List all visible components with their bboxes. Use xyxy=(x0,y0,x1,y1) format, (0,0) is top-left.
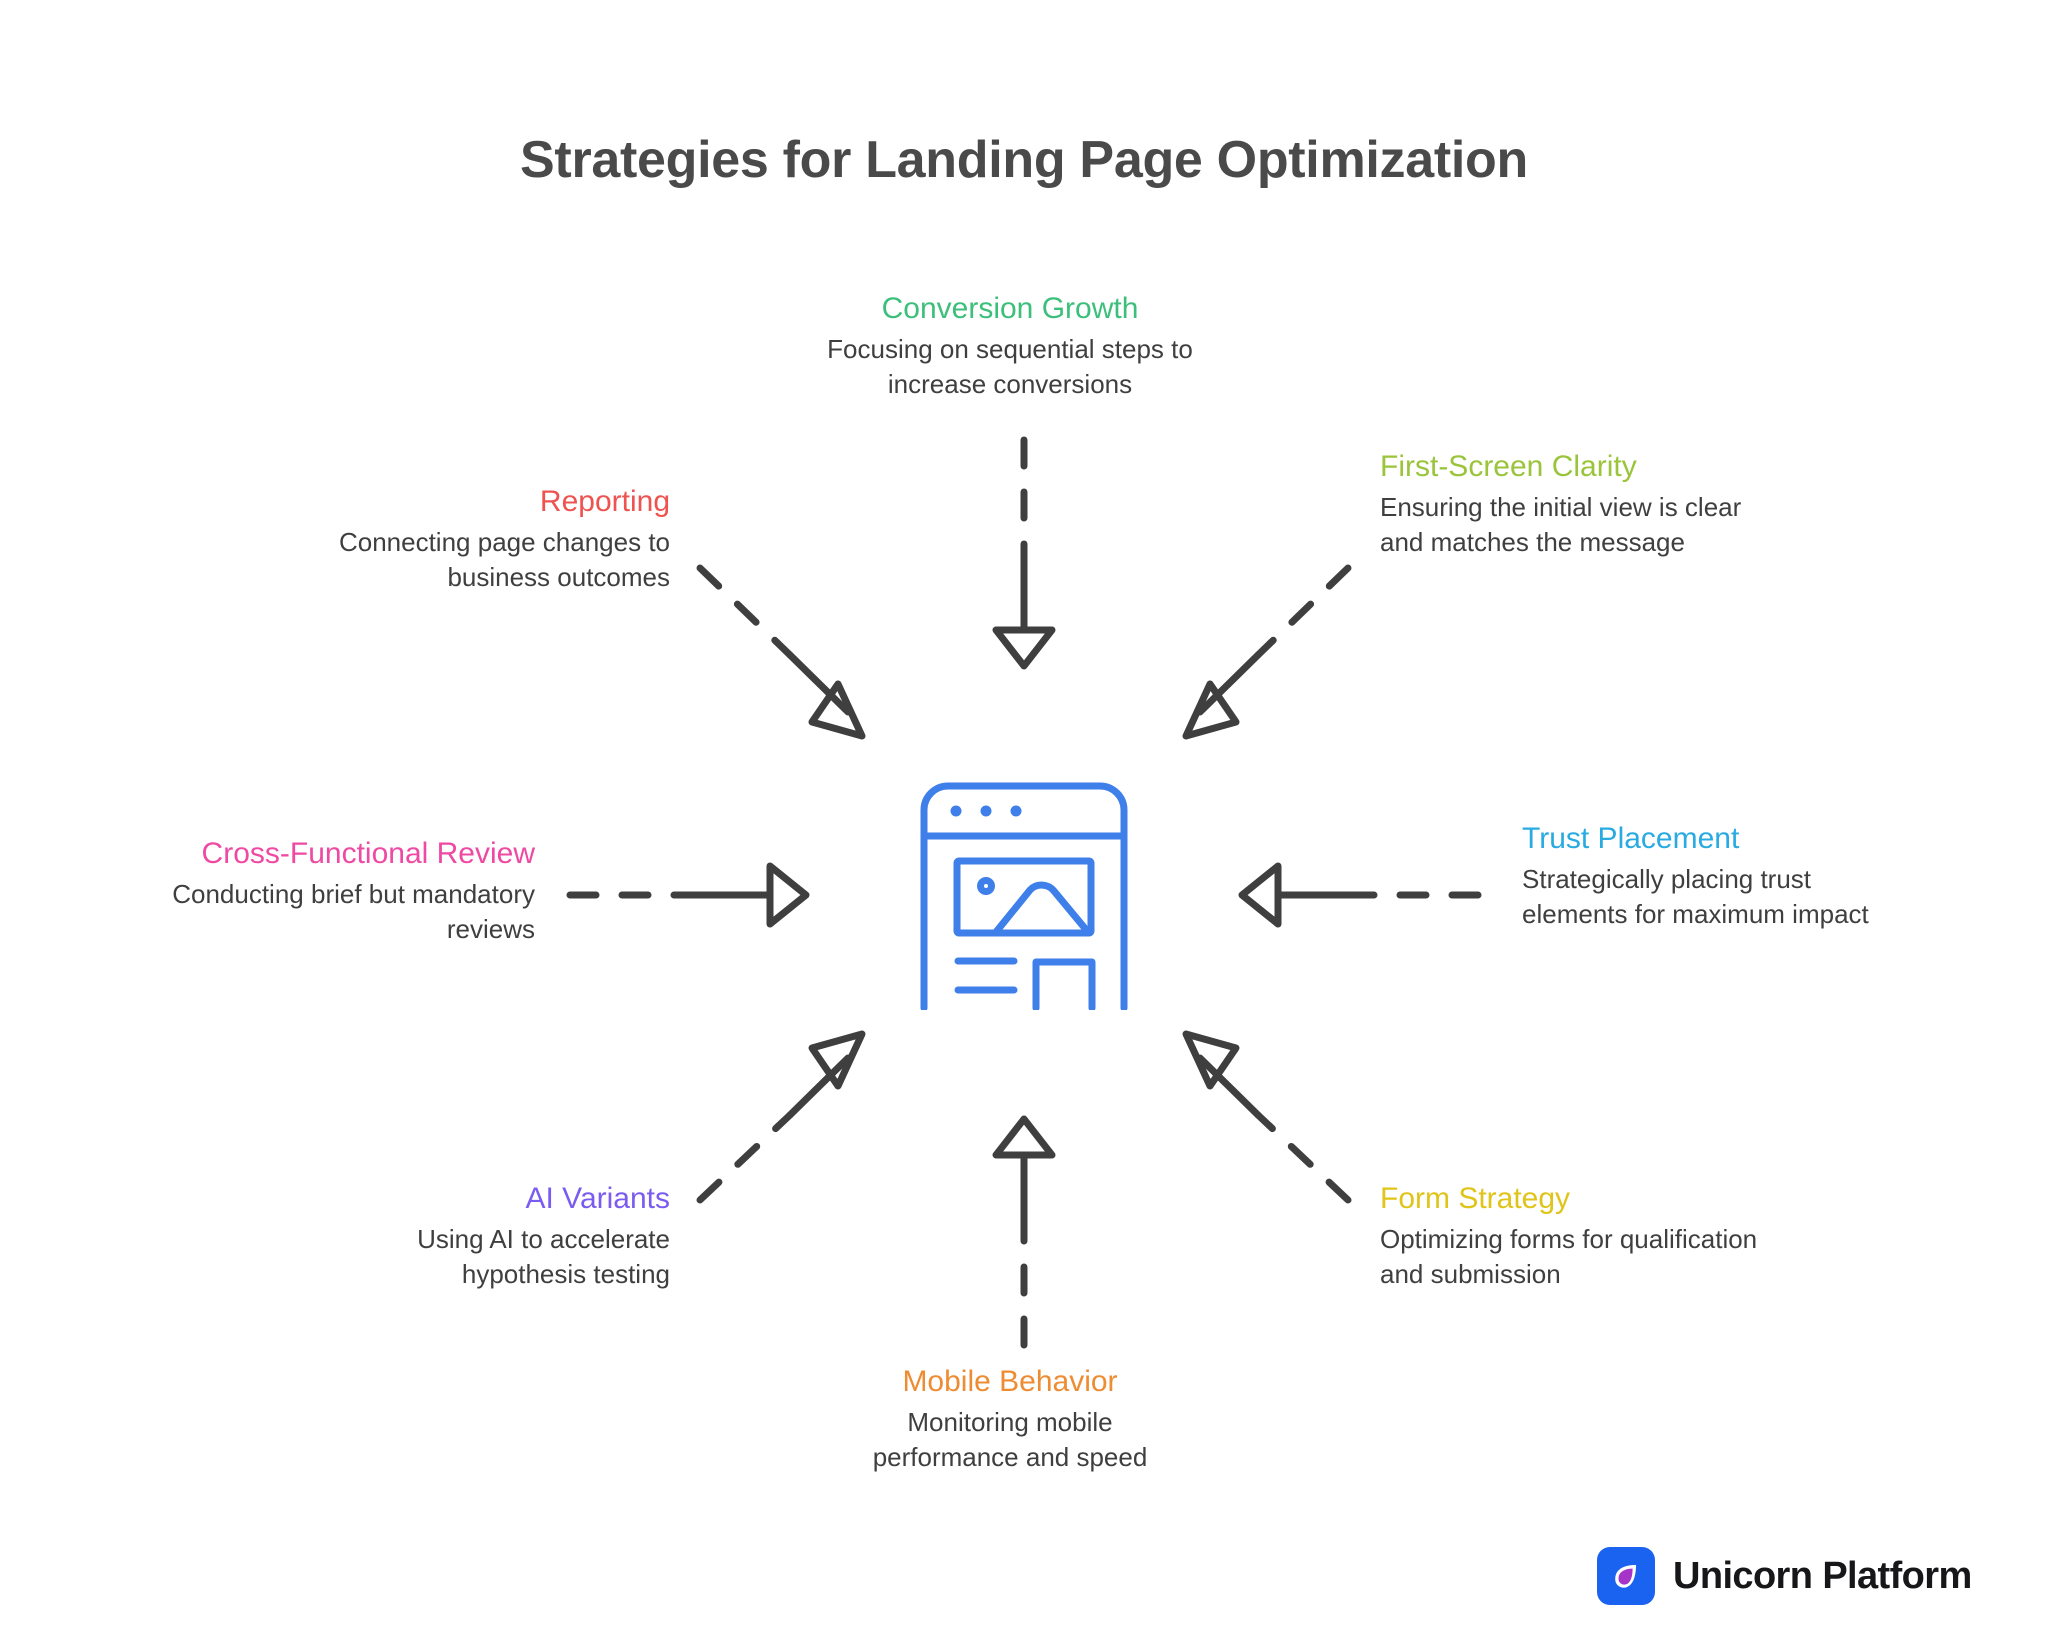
arrow-head-ai-variants xyxy=(808,1030,866,1090)
node-description-first-screen-clarity: Ensuring the initial view is clear and m… xyxy=(1380,492,1742,557)
node-description-reporting: Connecting page changes to business outc… xyxy=(338,527,670,592)
arrow-solid-ai-variants xyxy=(786,1054,852,1119)
arrow-line-reporting xyxy=(696,564,794,659)
arrow-solid-reporting xyxy=(786,651,852,716)
arrow-head-reporting xyxy=(808,680,866,740)
node-description-ai-variants: Using AI to accelerate hypothesis testin… xyxy=(417,1224,670,1289)
node-first-screen-clarity[interactable]: First-Screen Clarity Ensuring the initia… xyxy=(1380,448,1780,560)
node-description-mobile-behavior: Monitoring mobile performance and speed xyxy=(872,1407,1148,1472)
arrow-solid-form-strategy xyxy=(1196,1054,1262,1119)
node-ai-variants[interactable]: AI Variants Using AI to accelerate hypot… xyxy=(365,1180,670,1292)
node-mobile-behavior[interactable]: Mobile Behavior Monitoring mobile perfor… xyxy=(845,1363,1175,1475)
arrow-head-trust-placement xyxy=(1238,862,1282,928)
arrow-head-first-screen-clarity xyxy=(1182,680,1240,740)
landing-page-wireframe-icon xyxy=(920,782,1128,1010)
node-description-conversion-growth: Focusing on sequential steps to increase… xyxy=(827,334,1193,399)
node-description-trust-placement: Strategically placing trust elements for… xyxy=(1522,864,1869,929)
node-heading-conversion-growth: Conversion Growth xyxy=(881,292,1139,325)
arrow-head-form-strategy xyxy=(1182,1030,1240,1090)
brand-name: Unicorn Platform xyxy=(1673,1554,1972,1597)
node-heading-first-screen-clarity: First-Screen Clarity xyxy=(1380,450,1637,483)
node-description-form-strategy: Optimizing forms for qualification and s… xyxy=(1380,1224,1758,1289)
arrow-head-cross-functional-review xyxy=(766,862,810,928)
arrow-line-first-screen-clarity xyxy=(1254,564,1352,659)
node-heading-reporting: Reporting xyxy=(539,485,670,518)
node-reporting[interactable]: Reporting Connecting page changes to bus… xyxy=(280,483,670,595)
node-heading-ai-variants: AI Variants xyxy=(525,1182,670,1215)
node-heading-cross-functional-review: Cross-Functional Review xyxy=(201,837,535,870)
arrow-solid-first-screen-clarity xyxy=(1196,651,1262,716)
node-trust-placement[interactable]: Trust Placement Strategically placing tr… xyxy=(1522,820,1922,932)
node-heading-mobile-behavior: Mobile Behavior xyxy=(902,1365,1118,1398)
node-conversion-growth[interactable]: Conversion Growth Focusing on sequential… xyxy=(790,290,1230,402)
node-description-cross-functional-review: Conducting brief but mandatory reviews xyxy=(172,879,535,944)
arrow-head-mobile-behavior xyxy=(992,1115,1056,1159)
arrow-head-conversion-growth xyxy=(992,626,1056,670)
node-form-strategy[interactable]: Form Strategy Optimizing forms for quali… xyxy=(1380,1180,1800,1292)
arrow-line-ai-variants xyxy=(696,1111,794,1204)
node-heading-form-strategy: Form Strategy xyxy=(1380,1182,1571,1215)
unicorn-platform-droplet-icon xyxy=(1597,1547,1655,1605)
page-title: Strategies for Landing Page Optimization xyxy=(520,131,1528,189)
node-heading-trust-placement: Trust Placement xyxy=(1522,822,1740,855)
node-cross-functional-review[interactable]: Cross-Functional Review Conducting brief… xyxy=(160,835,535,947)
arrow-line-form-strategy xyxy=(1254,1111,1352,1204)
brand-logo[interactable]: Unicorn Platform xyxy=(1597,1547,1972,1605)
